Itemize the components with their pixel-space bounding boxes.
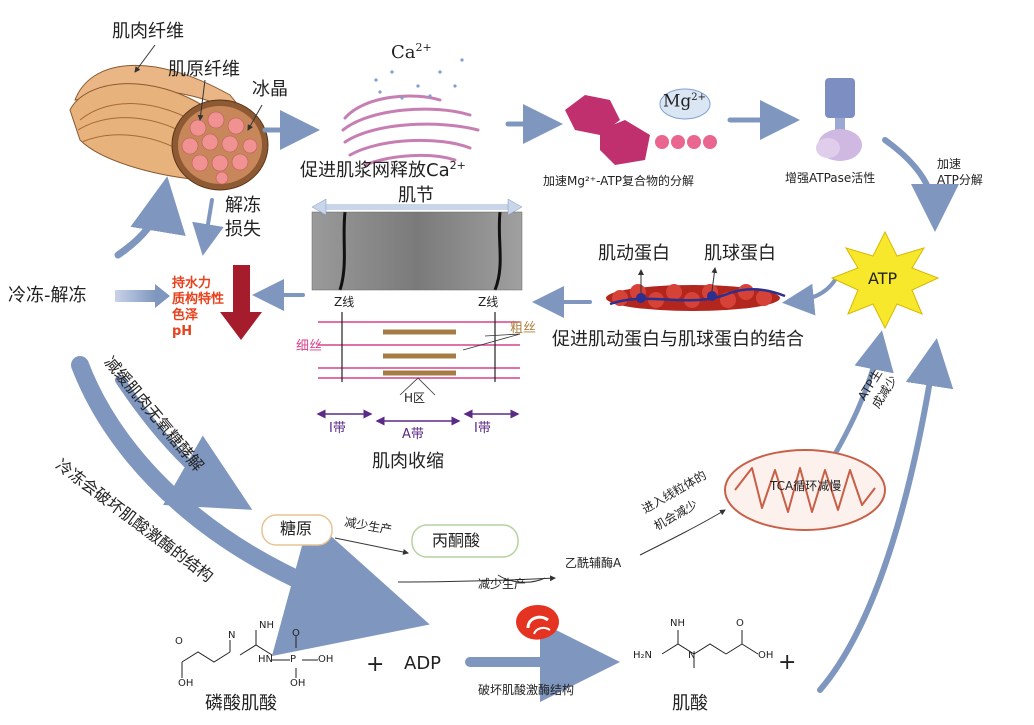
chem-hn1: HN <box>258 654 273 665</box>
chem-p: P <box>290 654 297 665</box>
label-creatine: 肌酸 <box>672 693 708 714</box>
chem-oh1: OH <box>318 654 334 665</box>
plus-sign-2: + <box>778 650 797 675</box>
decrease-arrow <box>220 265 262 340</box>
chem-oh3: OH <box>178 678 194 689</box>
label-thaw-loss-1: 解冻 <box>225 195 261 216</box>
label-thaw-loss-2: 损失 <box>225 219 261 240</box>
label-accel-atp-2: ATP分解 <box>937 173 983 187</box>
label-h-zone: H区 <box>404 391 426 405</box>
label-myosin: 肌球蛋白 <box>704 243 776 264</box>
calcium-dots <box>374 58 464 100</box>
label-actomyosin: 促进肌动蛋白与肌球蛋白的结合 <box>552 329 804 350</box>
plus-sign-1: + <box>366 652 385 677</box>
label-pyruvate: 丙酮酸 <box>432 531 481 550</box>
label-z-line-left: Z线 <box>334 295 355 309</box>
phosphocreatine-structure <box>181 630 318 678</box>
label-less-prod-2: 减少生产 <box>478 577 527 591</box>
chem-o3: O <box>736 618 744 629</box>
label-muscle-fiber: 肌肉纤维 <box>112 21 184 42</box>
label-ph: pH <box>172 324 193 339</box>
glycogen-box <box>261 514 333 546</box>
chem-o1: O <box>292 628 300 639</box>
chem-n2: N <box>228 630 236 641</box>
label-phosphocreatine: 磷酸肌酸 <box>205 693 277 714</box>
label-tca: TCA循环减慢 <box>770 479 842 493</box>
label-myofibril: 肌原纤维 <box>168 59 240 80</box>
flow-arrows <box>71 100 959 702</box>
mitochondrion <box>724 449 886 531</box>
label-texture: 质构特性 <box>172 292 225 307</box>
label-ca-ion: Ca2+ <box>391 41 432 63</box>
chem-n: N <box>688 650 696 661</box>
label-adp: ADP <box>404 653 442 674</box>
atpase-enzyme <box>816 78 862 161</box>
label-a-band: A带 <box>402 427 424 442</box>
sarcoplasmic-reticulum <box>341 94 480 167</box>
label-freeze-thaw: 冷冻-解冻 <box>8 285 87 306</box>
chem-nh2: H₂N <box>633 650 653 661</box>
creatine-structure <box>661 630 759 668</box>
label-atp: ATP <box>868 269 898 288</box>
muscle-fiber-illustration <box>69 44 269 191</box>
chem-nh: NH <box>259 620 274 631</box>
freeze-thaw-arrow <box>115 284 170 308</box>
chem-oh4: OH <box>758 650 774 661</box>
label-thick-filament: 粗丝 <box>510 321 537 336</box>
label-ice-crystal: 冰晶 <box>252 79 288 100</box>
label-actin: 肌动蛋白 <box>598 243 670 264</box>
label-color: 色泽 <box>172 308 199 323</box>
creatine-kinase-icon <box>516 605 559 640</box>
label-mg-atp: 加速Mg²⁺-ATP复合物的分解 <box>543 174 695 188</box>
chem-oh2: OH <box>290 678 306 689</box>
actomyosin-illustration <box>606 267 786 311</box>
label-atpase: 增强ATPase活性 <box>785 171 876 185</box>
label-water-holding: 持水力 <box>172 276 212 291</box>
label-z-line-right: Z线 <box>478 295 499 309</box>
label-destroy-ck: 破坏肌酸激酶结构 <box>478 683 575 697</box>
label-sarcomere: 肌节 <box>398 185 434 206</box>
atp-star <box>830 230 940 330</box>
metabolic-arrows <box>334 509 726 583</box>
label-thin-filament: 细丝 <box>296 339 323 354</box>
label-ca-release: 促进肌浆网释放Ca2+ <box>300 159 466 181</box>
mg-atp-complex <box>565 88 717 165</box>
label-accel-atp-1: 加速 <box>937 157 962 171</box>
label-glycogen: 糖原 <box>280 519 313 538</box>
label-mg-ion: Mg2+ <box>663 91 707 112</box>
label-i-band-left: I带 <box>329 421 346 436</box>
chem-o2: O <box>175 636 183 647</box>
chem-nh3: NH <box>670 618 685 629</box>
label-acetyl-coa: 乙酰辅酶A <box>565 556 622 570</box>
label-contraction: 肌肉收缩 <box>372 451 444 472</box>
filament-diagram <box>316 312 521 426</box>
sarcomere-micrograph <box>311 198 523 291</box>
label-i-band-right: I带 <box>474 421 491 436</box>
pyruvate-box <box>411 524 519 558</box>
